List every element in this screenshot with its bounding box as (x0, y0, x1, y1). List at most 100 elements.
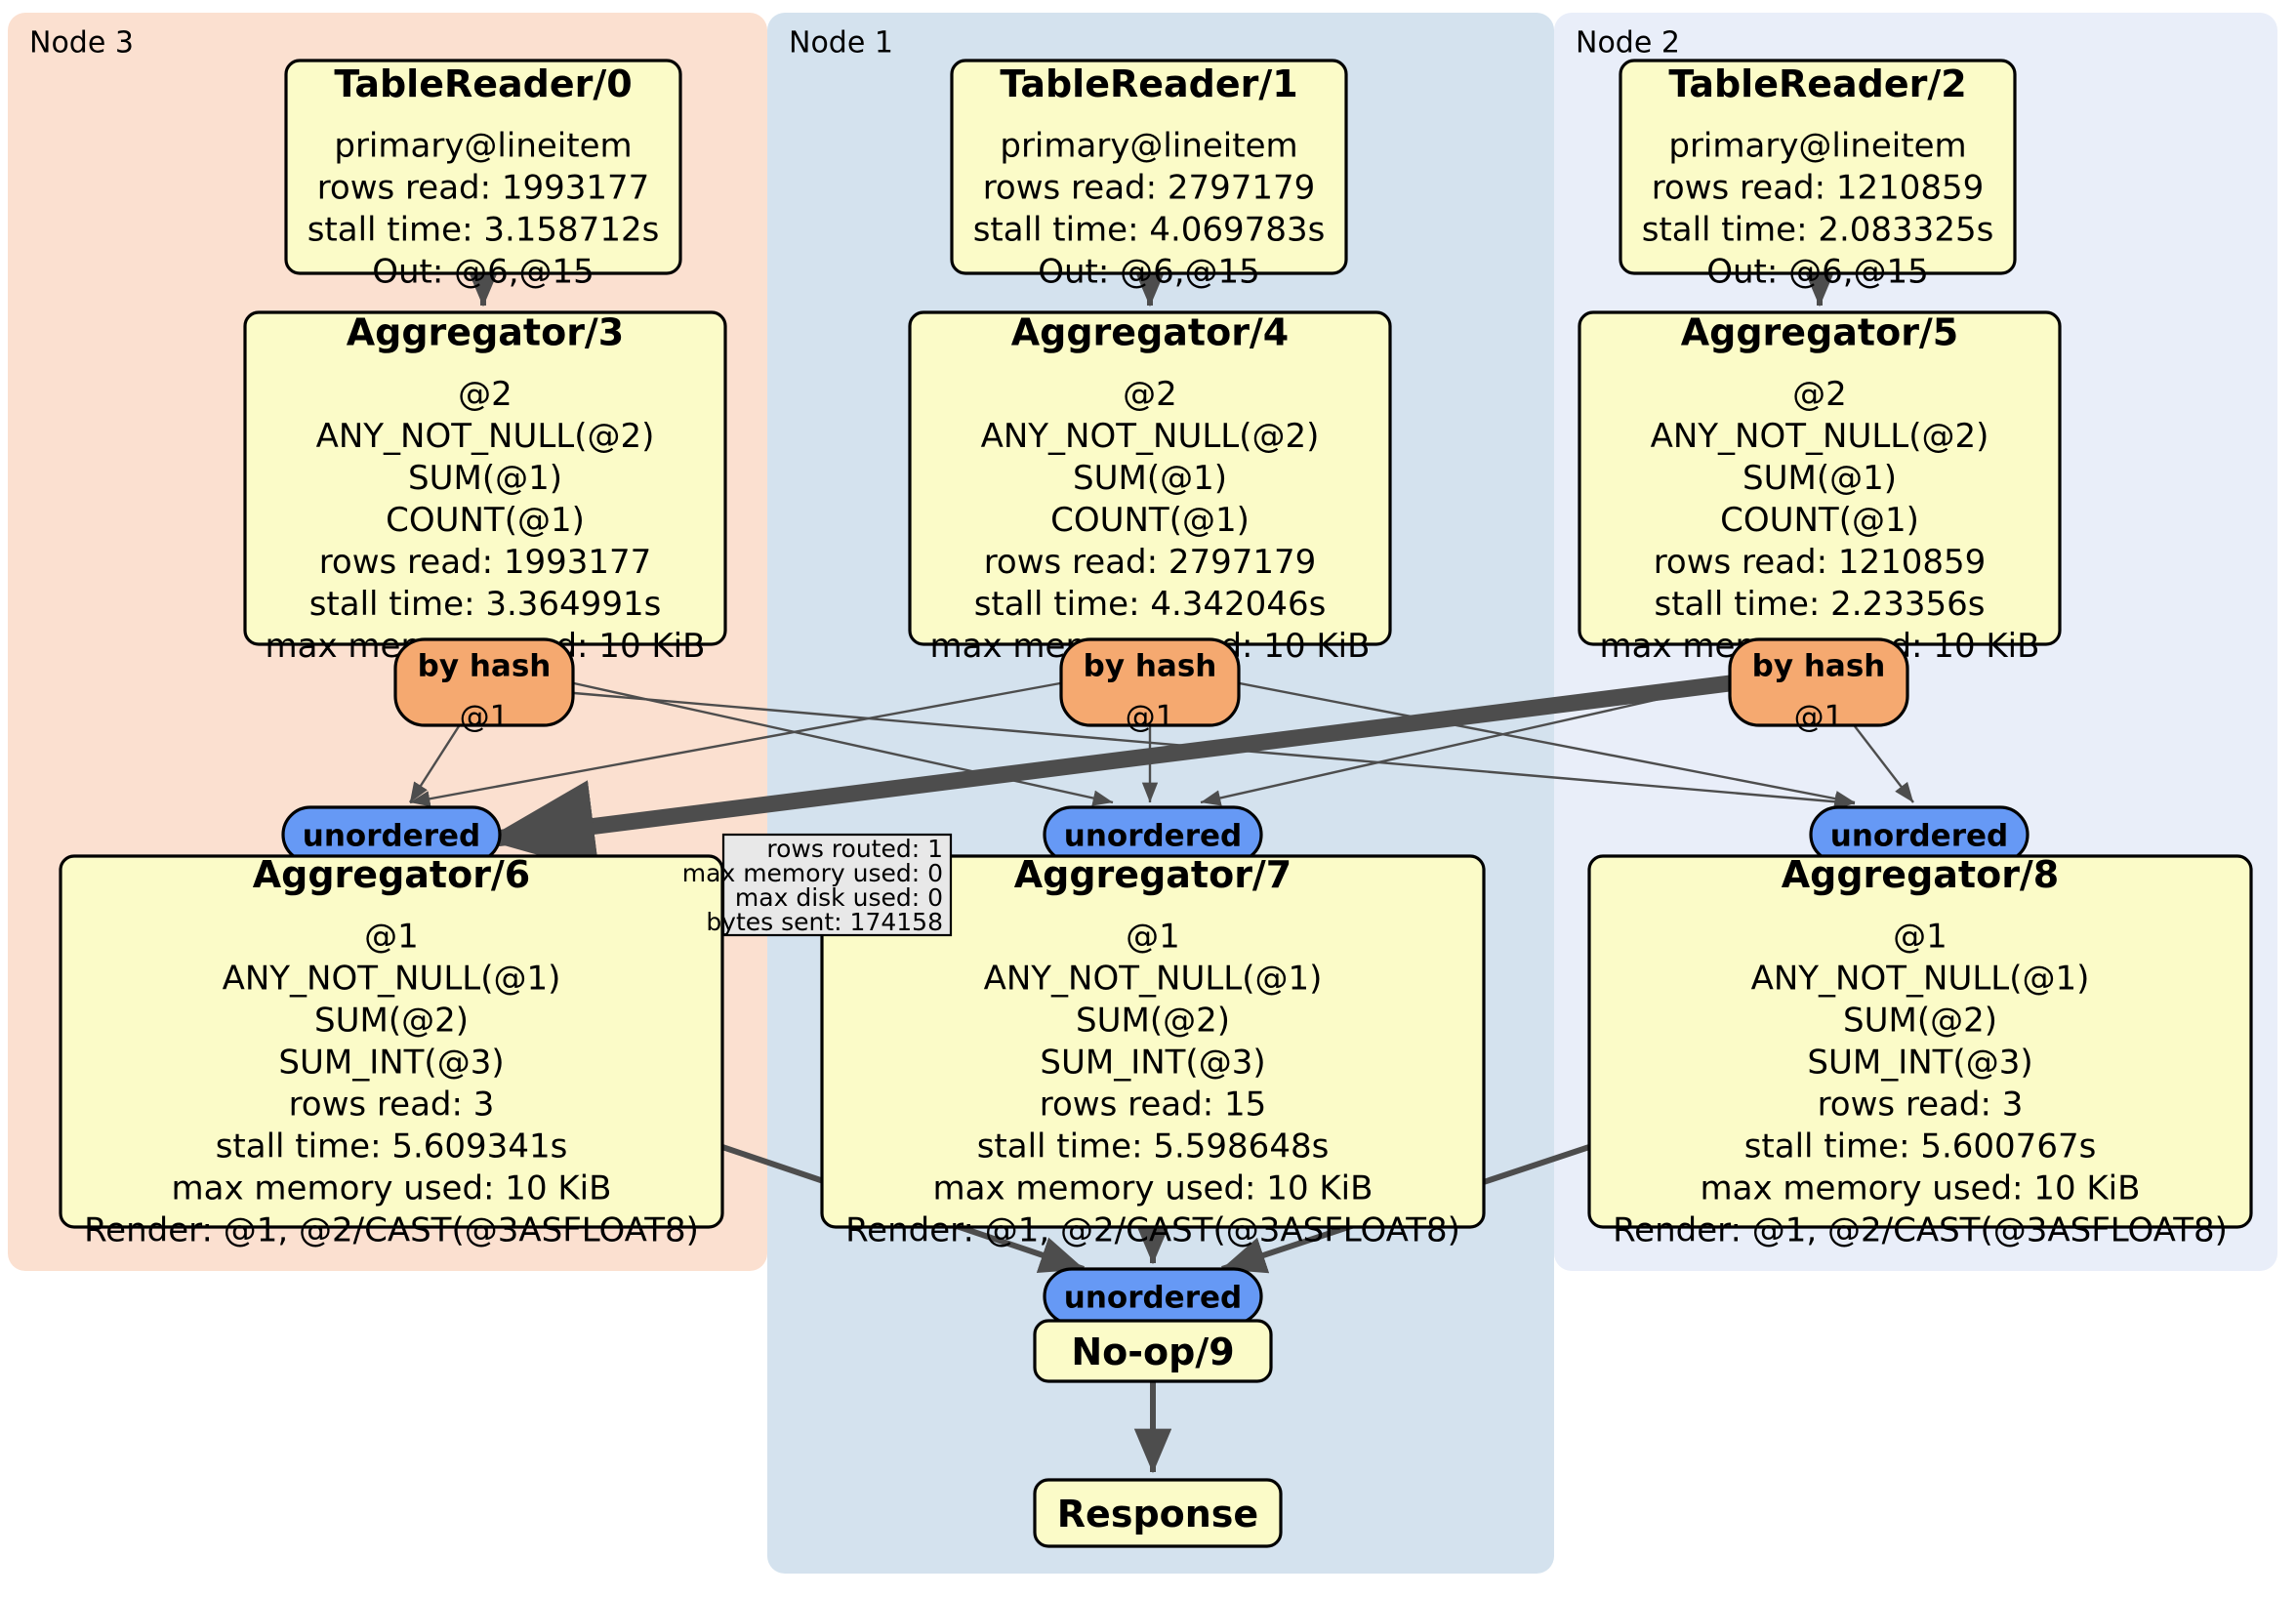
node-title: Aggregator/3 (347, 310, 625, 353)
node-no-op-9[interactable]: No-op/9 (1033, 1319, 1273, 1383)
node-title: by hash (1084, 648, 1217, 683)
node-detail-line: Out: @6,@15 (1706, 253, 1929, 292)
edge-byhash3-to-unordered6 (408, 725, 461, 803)
node-detail-line: rows read: 1210859 (1654, 543, 1987, 582)
node-detail-line: COUNT(@1) (386, 501, 585, 540)
edge-byhash4-to-unordered8 (1239, 681, 1856, 807)
node-detail-line: primary@lineitem (1668, 127, 1966, 166)
node-detail-line: rows read: 2797179 (984, 543, 1317, 582)
node-title: Aggregator/5 (1681, 310, 1959, 353)
node-aggregator-4[interactable]: Aggregator/4@2ANY_NOT_NULL(@2)SUM(@1)COU… (908, 310, 1392, 666)
node-byhash-4[interactable]: by hash @1 (1059, 637, 1241, 734)
node-detail-line: @1 (460, 699, 510, 734)
node-detail-line: rows read: 1210859 (1652, 169, 1985, 208)
node-shape (1033, 1478, 1283, 1548)
node-shape (59, 854, 724, 1229)
node-detail-line: @1 (1126, 918, 1180, 957)
edge-byhash5-to-unordered6 (484, 675, 1732, 873)
node-detail-line: @2 (458, 375, 512, 414)
cluster-label: Node 1 (789, 26, 893, 61)
node-byhash-5[interactable]: by hash@1 (1728, 637, 1909, 734)
node-detail-line: SUM_INT(@3) (278, 1044, 504, 1083)
node-detail-line: SUM(@2) (1076, 1002, 1230, 1041)
node-byhash-3[interactable]: by hash@1 (393, 637, 575, 734)
node-unordered-8[interactable]: unordered (1809, 805, 2030, 864)
node-title: TableReader/1 (1000, 62, 1297, 105)
node-detail-line: stall time: 3.364991s (309, 585, 662, 624)
edge-byhash3-to-unordered7 (573, 681, 1114, 806)
node-detail-line: max memory used: 10 KiB (933, 1169, 1374, 1208)
tooltip-line: rows routed: 1 (766, 835, 943, 863)
node-detail-line: @1 (1794, 699, 1844, 734)
edge-byhash5-to-unordered8 (1854, 725, 1914, 803)
node-detail-line: stall time: 5.600767s (1744, 1127, 2097, 1167)
node-shape (1587, 854, 2253, 1229)
tooltip-shape (721, 833, 953, 937)
cluster-label: Node 3 (29, 26, 134, 61)
node-detail-line: @2 (1792, 375, 1847, 414)
node-detail-line: primary@lineitem (1000, 127, 1297, 166)
node-detail-line: Out: @6,@15 (1038, 253, 1260, 292)
node-detail-line: rows read: 2797179 (983, 169, 1316, 208)
node-aggregator-5[interactable]: Aggregator/5 @2ANY_NOT_NULL(@2)SUM(@1)COU… (1578, 310, 2062, 666)
node-detail-line: Render: @1, @2/CAST(@3ASFLOAT8) (845, 1211, 1460, 1250)
node-title: Response (1057, 1493, 1258, 1536)
node-detail-line: COUNT(@1) (1050, 501, 1250, 540)
node-shape (1619, 59, 2017, 275)
node-detail-line: rows read: 3 (289, 1085, 495, 1125)
node-title: TableReader/0 (334, 62, 632, 105)
node-detail-line: Render: @1, @2/CAST(@3ASFLOAT8) (1613, 1211, 2228, 1250)
node-detail-line: stall time: 4.069783s (973, 211, 1326, 250)
node-shape (1728, 637, 1909, 727)
node-detail-line: SUM(@2) (314, 1002, 469, 1041)
node-aggregator-3[interactable]: Aggregator/3@2ANY_NOT_NULL(@2)SUM(@1)COU… (243, 310, 727, 666)
node-detail-line: ANY_NOT_NULL(@2) (981, 417, 1320, 456)
cluster-label: Node 2 (1576, 26, 1680, 61)
node-title: Aggregator/7 (1014, 853, 1292, 896)
node-detail-line: @1 (1126, 699, 1175, 734)
node-aggregator-7[interactable]: Aggregator/7@1ANY_NOT_NULL(@1)SUM(@2)SUM… (820, 853, 1486, 1250)
node-detail-line: rows read: 3 (1818, 1085, 2024, 1125)
node-unordered-9[interactable]: unordered (1043, 1267, 1263, 1326)
node-title: unordered (303, 818, 480, 853)
node-detail-line: stall time: 3.158712s (308, 211, 660, 250)
tooltip-line: max disk used: 0 (735, 883, 943, 912)
node-detail-line: @1 (364, 918, 419, 957)
node-detail-line: stall time: 4.342046s (974, 585, 1327, 624)
tooltip-line: max memory used: 0 (682, 859, 943, 887)
node-detail-line: ANY_NOT_NULL(@2) (1651, 417, 1989, 456)
edge-byhash5-to-unordered7 (1200, 681, 1730, 806)
node-detail-line: COUNT(@1) (1720, 501, 1919, 540)
node-detail-line: ANY_NOT_NULL(@1) (984, 960, 1323, 999)
node-title: unordered (1064, 818, 1242, 853)
node-shape (284, 59, 682, 275)
node-aggregator-8[interactable]: Aggregator/8@1ANY_NOT_NULL(@1)SUM(@2)SUM… (1587, 853, 2253, 1250)
node-shape (950, 59, 1348, 275)
node-detail-line: SUM(@1) (1742, 459, 1897, 498)
node-detail-line: Out: @6,@15 (372, 253, 594, 292)
node-detail-line: rows read: 1993177 (317, 169, 650, 208)
node-unordered-7[interactable]: unordered (1043, 805, 1263, 864)
node-detail-line: stall time: 2.083325s (1642, 211, 1994, 250)
node-response[interactable]: Response (1033, 1478, 1283, 1548)
node-shape (820, 854, 1486, 1229)
node-detail-line: ANY_NOT_NULL(@1) (223, 960, 561, 999)
node-aggregator-6[interactable]: Aggregator/6 @1ANY_NOT_NULL(@1)SUM(@2)SUM… (59, 853, 724, 1250)
node-detail-line: max memory used: 10 KiB (1701, 1169, 2141, 1208)
node-detail-line: rows read: 1993177 (319, 543, 652, 582)
node-detail-line: rows read: 15 (1040, 1085, 1266, 1125)
node-detail-line: SUM(@1) (408, 459, 562, 498)
node-unordered-6[interactable]: unordered (281, 805, 502, 864)
node-detail-line: primary@lineitem (334, 127, 632, 166)
node-title: Aggregator/6 (253, 853, 531, 896)
node-detail-line: max memory used: 10 KiB (172, 1169, 612, 1208)
node-shape (393, 637, 575, 727)
node-detail-line: @2 (1123, 375, 1177, 414)
node-detail-line: Render: @1, @2/CAST(@3ASFLOAT8) (84, 1211, 699, 1250)
